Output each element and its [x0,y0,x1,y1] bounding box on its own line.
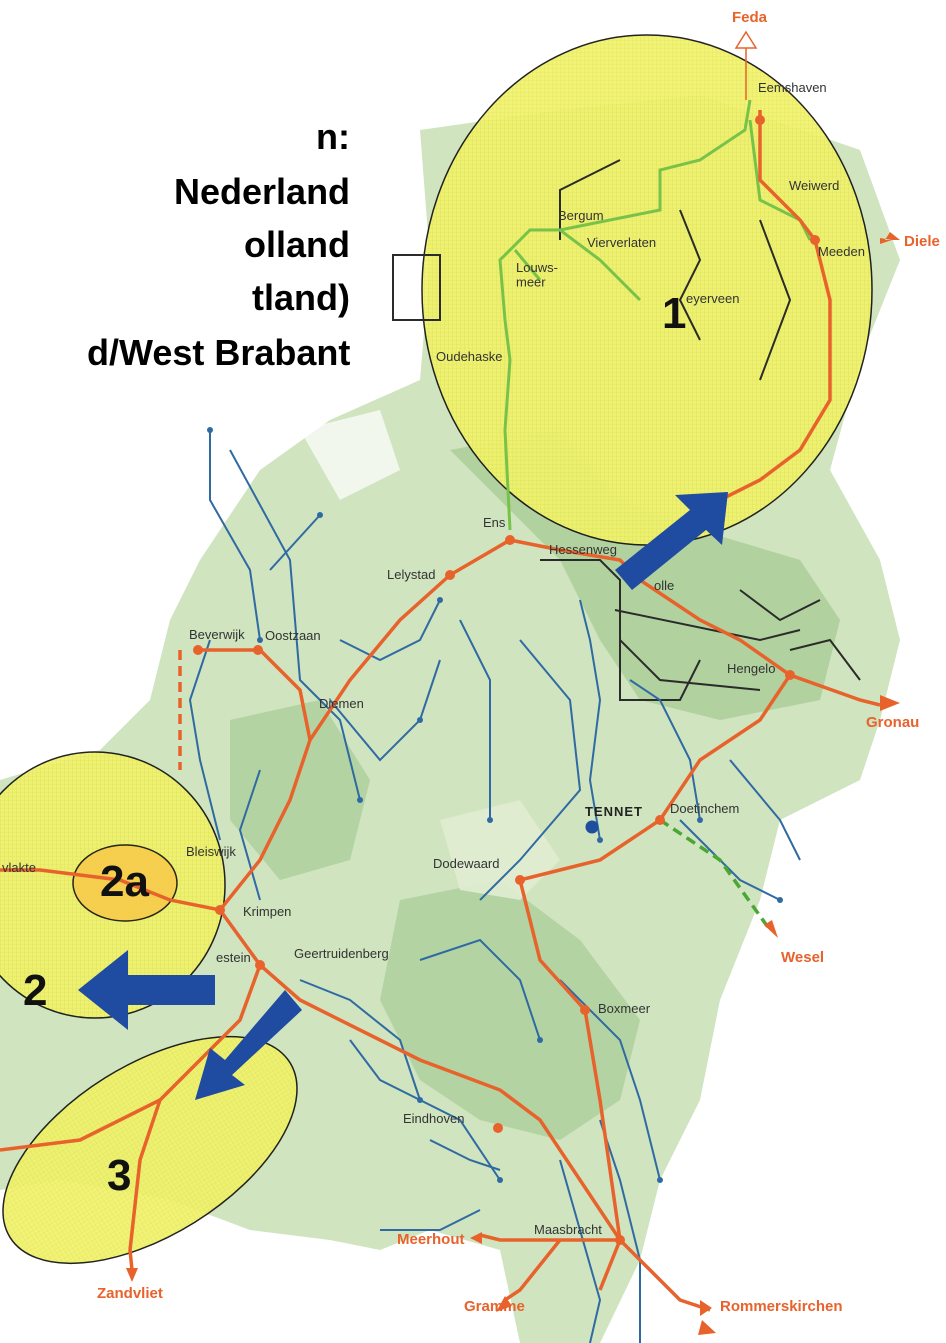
city-meeden: Meeden [818,244,865,259]
tennet-logo [585,820,599,834]
city-diemen: Diemen [319,696,364,711]
city-eyerveen: eyerveen [686,291,739,306]
city-hessenweg: Hessenweg [549,542,617,557]
zone-3-label: 3 [107,1151,131,1200]
city-ens: Ens [483,515,506,530]
city-oostzaan: Oostzaan [265,628,321,643]
city-krimpen: Krimpen [243,904,291,919]
lines-220kv [498,99,812,531]
city-boxmeer: Boxmeer [598,1001,651,1016]
zone-2-label: 2 [23,966,47,1015]
city-dodewaard: Dodewaard [433,856,500,871]
zone-1-highlight [421,34,873,546]
city-oudehaske: Oudehaske [436,349,503,364]
tennet-wordmark: TENNET [585,804,643,819]
city-geertruidenberg: Geertruidenberg [294,946,389,961]
arrow-to-zone-2 [78,950,215,1030]
arrow-to-zone-1 [615,492,728,590]
zone-1-label: 1 [662,289,686,338]
title-line-1: n: [316,116,350,157]
city-zwolle: olle [654,578,674,593]
city-maasbracht: Maasbracht [534,1222,602,1237]
ext-meerhout: Meerhout [397,1231,465,1248]
city-vierverlaten: Vierverlaten [587,235,656,250]
city-beverwijk: Beverwijk [189,627,245,642]
substations [207,427,783,1183]
title-line-2: Nederland [174,171,351,212]
ext-diele: Diele [904,233,940,250]
title-line-5: d/West Brabant [87,332,351,373]
ext-gramme: Gramme [464,1298,525,1315]
ext-zandvliet: Zandvliet [97,1285,163,1302]
wesel-interconnector [659,818,772,932]
city-crayestein: estein [216,950,251,965]
title-line-4: tland) [252,277,350,318]
feda-arrow [734,30,758,100]
arrow-to-zone-3 [195,990,302,1100]
substations-380kv [193,115,820,1245]
city-hengelo: Hengelo [727,661,775,676]
ext-rommerskirchen: Rommerskirchen [720,1298,843,1315]
ext-gronau: Gronau [866,714,919,731]
city-lelystad: Lelystad [387,567,435,582]
city-eemshaven: Eemshaven [758,80,827,95]
city-bergum: Bergum [558,208,604,223]
interconnector-arrows [126,232,900,1335]
city-louwsmeer: Louws-meer [516,260,558,289]
city-eindhoven: Eindhoven [403,1111,464,1126]
zone-3-highlight [2,1035,298,1265]
city-weiwerd: Weiwerd [789,178,839,193]
ext-wesel: Wesel [781,949,824,966]
title-line-3: olland [244,224,350,265]
lines-110kv [392,159,861,701]
city-bleiswijk: Bleiswijk [186,844,236,859]
ext-feda: Feda [732,9,768,26]
city-maasvlakte: vlakte [2,860,36,875]
city-doetinchem: Doetinchem [670,801,739,816]
zone-2a-label: 2a [100,857,149,906]
